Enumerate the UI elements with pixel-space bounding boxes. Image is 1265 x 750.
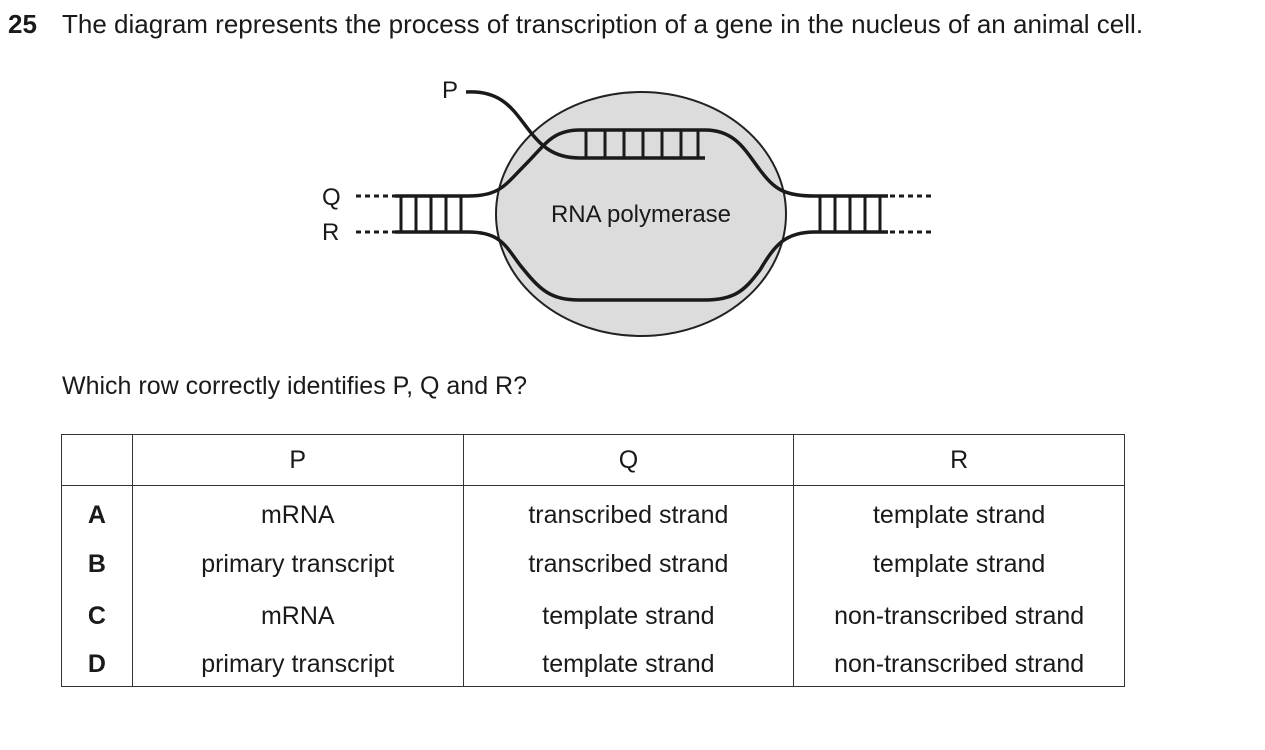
- base-pairs-right: [818, 196, 882, 232]
- cell-p: primary transcript: [131, 642, 464, 687]
- rna-strand-p: [465, 90, 705, 160]
- dna-strand-lower: [395, 230, 888, 302]
- transcription-diagram: P Q R RNA polymerase: [322, 77, 932, 337]
- cell-p: mRNA: [131, 590, 464, 642]
- row-letter: A: [61, 485, 133, 538]
- cell-q: template strand: [462, 642, 795, 687]
- base-pairs-left: [399, 196, 463, 232]
- row-letter: D: [61, 642, 133, 687]
- cell-r: non-transcribed strand: [793, 590, 1125, 642]
- table-row[interactable]: B primary transcript transcribed strand …: [61, 538, 1125, 590]
- question-text: The diagram represents the process of tr…: [62, 9, 1144, 39]
- cell-p: mRNA: [131, 485, 464, 538]
- label-r: R: [322, 219, 339, 246]
- question-prompt: Which row correctly identifies P, Q and …: [62, 372, 528, 400]
- cell-q: transcribed strand: [462, 485, 795, 538]
- answer-table: P Q R A mRNA transcribed strand template…: [61, 434, 1125, 687]
- question-number: 25: [8, 9, 37, 39]
- cell-q: transcribed strand: [462, 538, 795, 590]
- cell-r: non-transcribed strand: [793, 642, 1125, 687]
- header-r: R: [793, 434, 1125, 486]
- row-letter: B: [61, 538, 133, 590]
- dotted-continuations: [356, 194, 932, 234]
- rna-polymerase-ellipse: [495, 91, 787, 337]
- row-letter: C: [61, 590, 133, 642]
- cell-r: template strand: [793, 485, 1125, 538]
- table-row[interactable]: C mRNA template strand non-transcribed s…: [61, 590, 1125, 642]
- header-q: Q: [462, 434, 795, 486]
- header-p: P: [131, 434, 464, 486]
- header-blank: [61, 434, 133, 486]
- label-p: P: [442, 77, 458, 104]
- table-header-row: P Q R: [61, 434, 1125, 486]
- label-rna-polymerase: RNA polymerase: [551, 201, 731, 228]
- table-row[interactable]: A mRNA transcribed strand template stran…: [61, 485, 1125, 538]
- label-q: Q: [322, 184, 341, 211]
- table-row[interactable]: D primary transcript template strand non…: [61, 642, 1125, 687]
- cell-q: template strand: [462, 590, 795, 642]
- cell-r: template strand: [793, 538, 1125, 590]
- base-pairs-hybrid: [584, 130, 700, 158]
- cell-p: primary transcript: [131, 538, 464, 590]
